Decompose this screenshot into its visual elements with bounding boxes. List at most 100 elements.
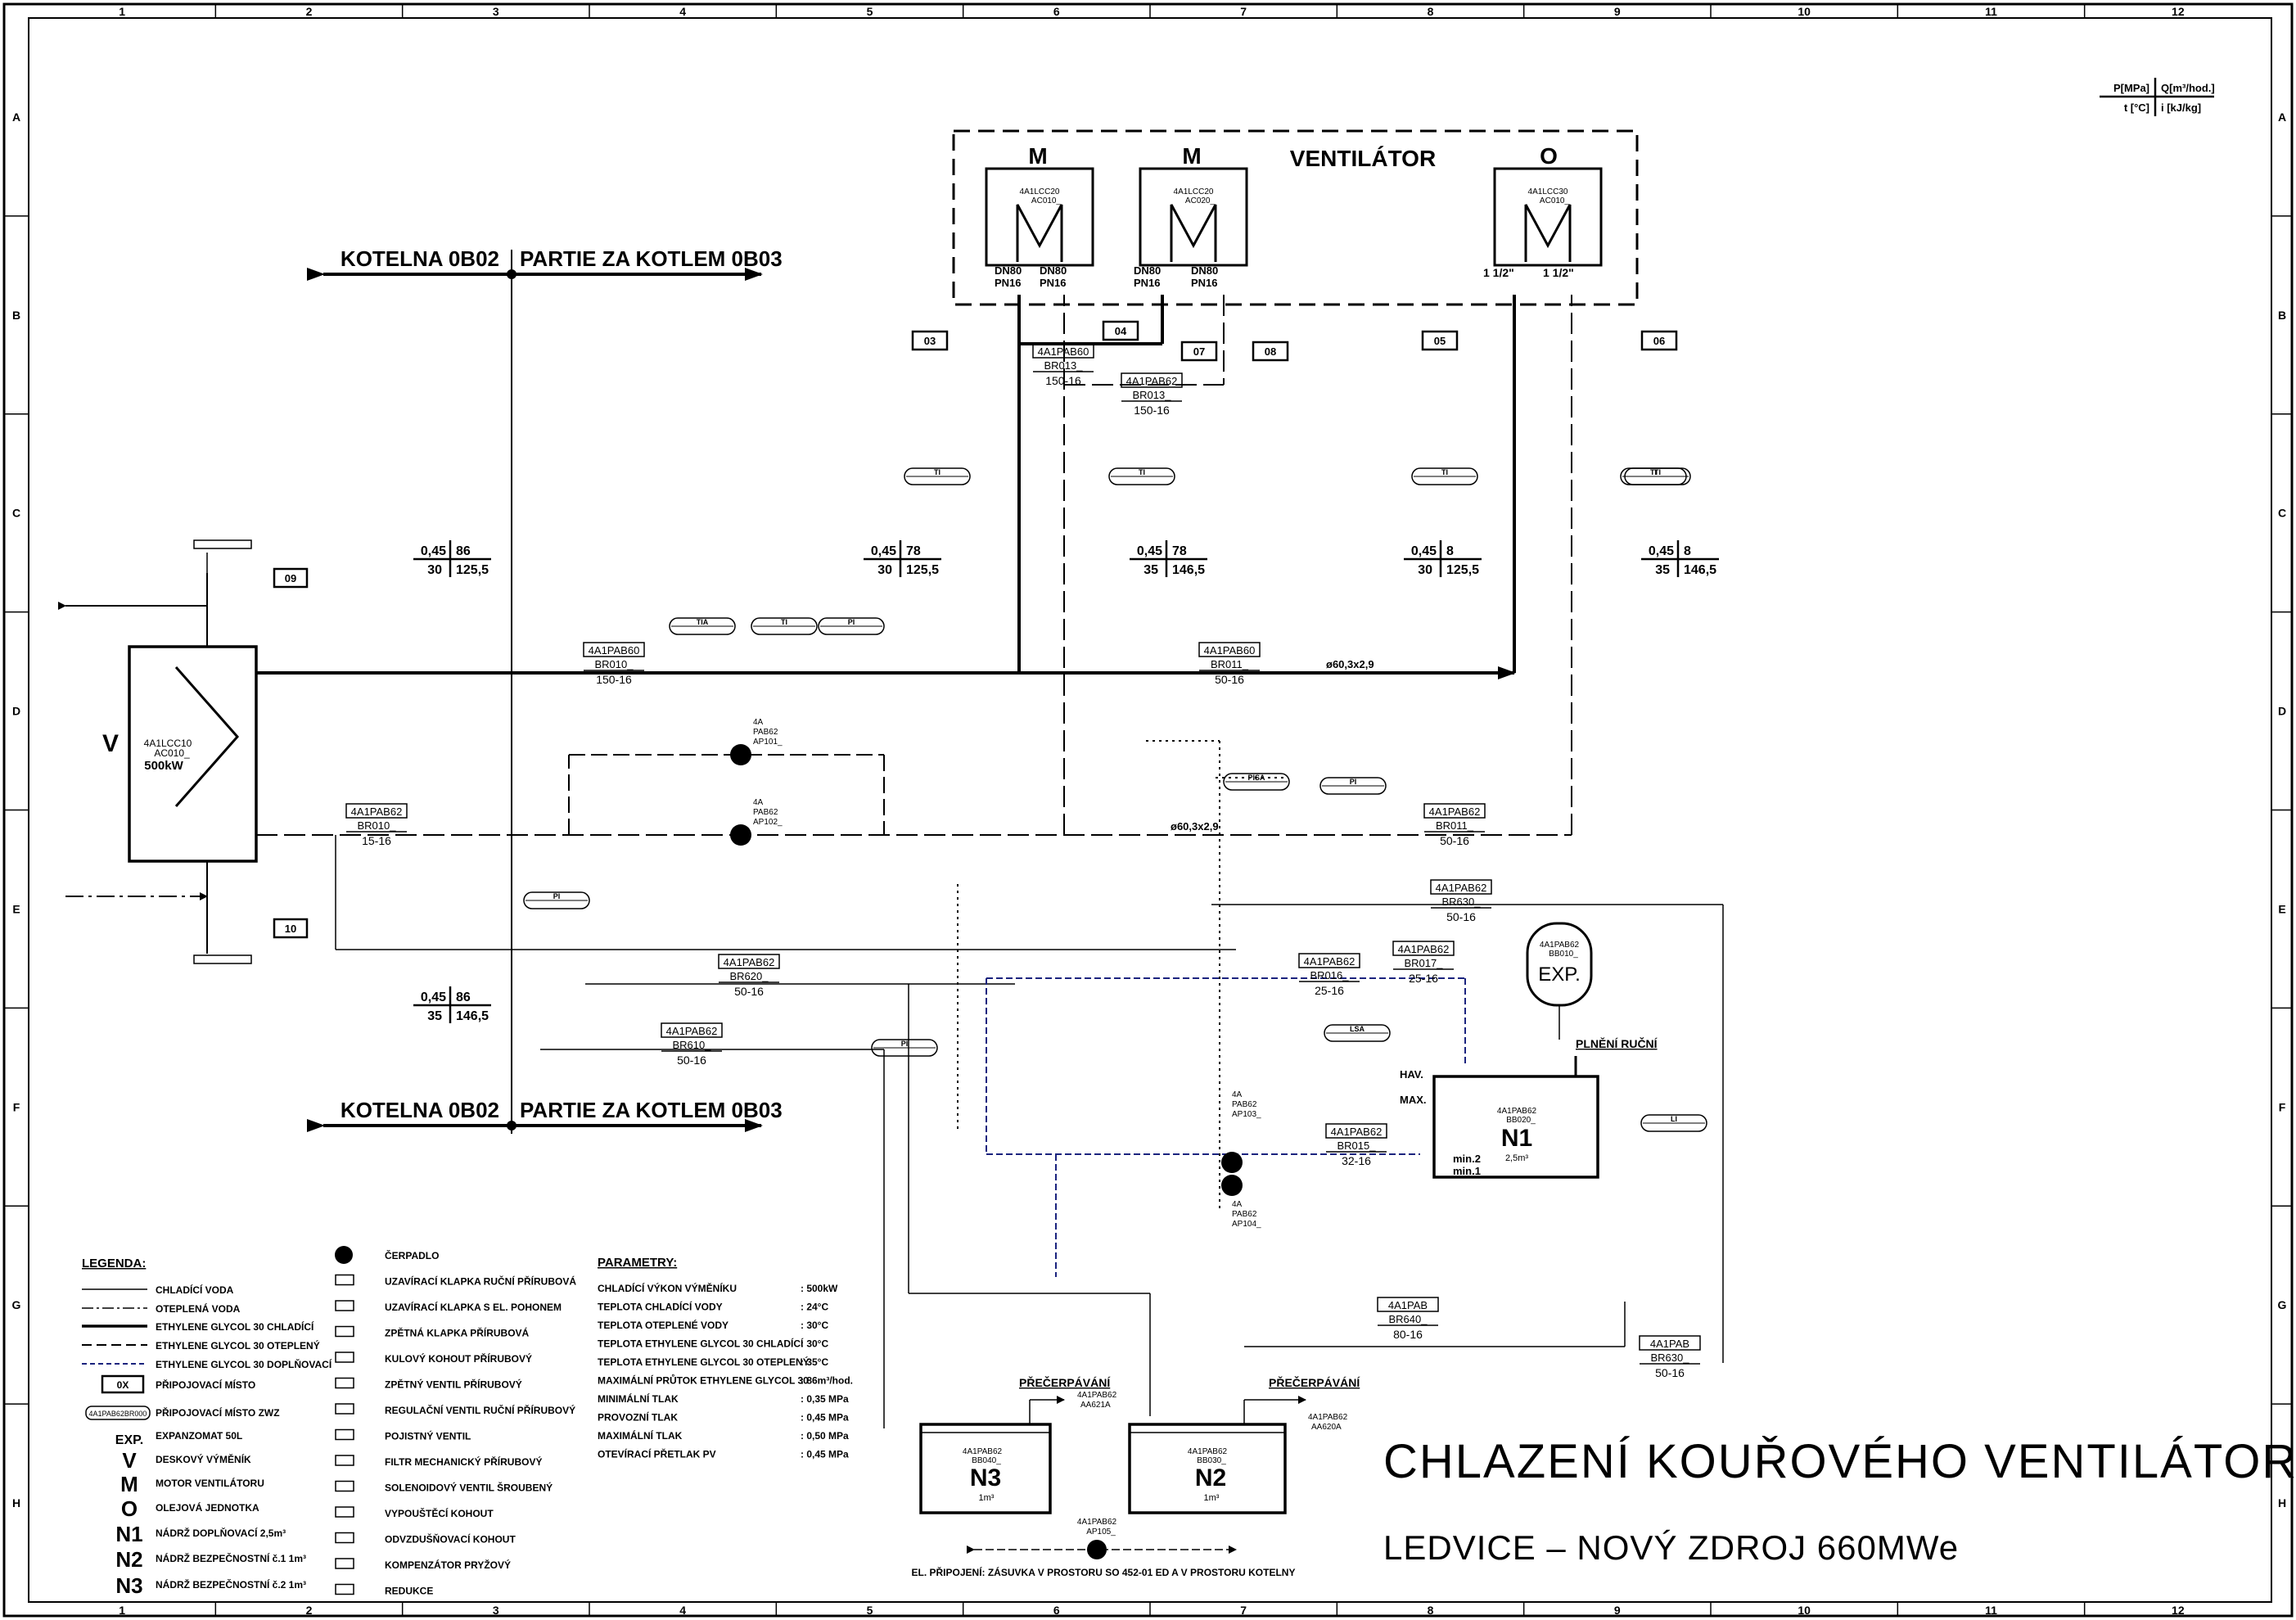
svg-text:35: 35 [1143,563,1158,577]
parameter-key: TEPLOTA ETHYLENE GLYCOL 30 CHLADÍCÍ [598,1338,804,1350]
svg-text:8: 8 [1684,544,1691,558]
svg-text:4A1PAB60: 4A1PAB60 [1038,345,1089,358]
svg-text:PI: PI [553,892,561,900]
row-marker: A [12,111,20,124]
svg-text:BR010_: BR010_ [358,819,397,832]
tank-n1-label: N1 [1501,1125,1532,1152]
column-marker: 3 [493,5,499,18]
exchanger-letter: V [102,730,119,757]
parameter-key: TEPLOTA ETHYLENE GLYCOL 30 OTEPLENÝ [598,1356,810,1368]
svg-text:08: 08 [1265,345,1276,358]
svg-text:TI: TI [1650,468,1657,476]
svg-text:4A1PAB62: 4A1PAB62 [1429,805,1481,818]
instrument-bubble: PI [523,891,590,909]
svg-text:06: 06 [1653,335,1665,347]
legend-abbr-text: DESKOVÝ VÝMĚNÍK [156,1453,251,1465]
svg-text:AP101_: AP101_ [753,738,783,747]
svg-text:PLNĚNÍ RUČNÍ: PLNĚNÍ RUČNÍ [1576,1036,1658,1050]
svg-text:TIA: TIA [697,618,709,626]
row-marker: D [2278,705,2286,718]
svg-text:4A: 4A [1232,1090,1243,1099]
portable-pump: 4A1PAB62 AP105_ EL. PŘIPOJENÍ: ZÁSUVKA V… [912,1518,1296,1578]
svg-text:ZPĚTNÝ VENTIL PŘÍRUBOVÝ: ZPĚTNÝ VENTIL PŘÍRUBOVÝ [385,1379,522,1391]
column-marker: 9 [1614,5,1621,18]
svg-text:4A: 4A [1232,1200,1243,1209]
svg-text:UZAVÍRACÍ KLAPKA RUČNÍ PŘÍRUBO: UZAVÍRACÍ KLAPKA RUČNÍ PŘÍRUBOVÁ [385,1275,576,1288]
exchanger-power: 500kW [144,759,183,773]
svg-text:BR011_: BR011_ [1436,819,1474,832]
legend-symbol: REGULAČNÍ VENTIL RUČNÍ PŘÍRUBOVÝ [335,1403,575,1416]
row-marker: E [2278,902,2285,915]
instrument-bubble: PI [818,617,885,635]
svg-text:BB040_: BB040_ [972,1456,1001,1465]
svg-text:LSA: LSA [1350,1025,1365,1033]
column-marker: 7 [1240,1604,1247,1617]
legend-symbol: SOLENOIDOVÝ VENTIL ŠROUBENÝ [335,1480,553,1494]
column-marker: 6 [1053,5,1060,18]
svg-text:4A1PAB: 4A1PAB [1650,1338,1689,1350]
column-marker: 3 [493,1604,499,1617]
svg-text:4A1PAB62: 4A1PAB62 [1126,375,1178,387]
legend-symbol: ZPĚTNÝ VENTIL PŘÍRUBOVÝ [335,1377,522,1391]
svg-text:09: 09 [285,572,296,584]
instrument-bubble: PISA [1223,773,1290,791]
svg-text:TI: TI [934,468,941,476]
fan-tag-2: 4A1LCC20 [1174,187,1214,196]
row-marker: H [12,1496,20,1509]
row-marker: B [12,309,20,322]
column-marker: 8 [1428,5,1434,18]
svg-text:146,5: 146,5 [1172,563,1205,577]
row-marker: E [12,902,20,915]
parameter-value: : 30°C [801,1338,828,1350]
svg-text:BR640_: BR640_ [1389,1313,1428,1325]
svg-text:0,45: 0,45 [871,544,896,558]
svg-text:AP105_: AP105_ [1086,1527,1116,1537]
legend-symbol: KOMPENZÁTOR PRYŽOVÝ [335,1558,511,1571]
legend-abbr-key: N3 [115,1573,142,1598]
svg-text:AA620A: AA620A [1311,1423,1342,1432]
svg-text:BR630_: BR630_ [1442,896,1482,908]
svg-text:10: 10 [285,923,296,935]
parameters-title: PARAMETRY: [598,1256,677,1270]
main-piping [256,295,1724,1428]
oil-unit: O 4A1LCC30 AC010_ 1 1/2" 1 1/2" [1483,143,1603,279]
fan-conn-left-1: DN80 [995,264,1022,277]
column-marker: 6 [1053,1604,1060,1617]
units-top-right: Q[m³/hod.] [2161,82,2215,94]
svg-text:BB020_: BB020_ [1506,1116,1536,1125]
fan-sub-3: AC010_ [1540,196,1570,205]
legend-abbr-text: NÁDRŽ DOPLŇOVACÍ 2,5m³ [156,1527,286,1539]
svg-text:50-16: 50-16 [1440,834,1469,847]
column-marker: 5 [867,5,873,18]
svg-text:ETHYLENE GLYCOL 30 OTEPLENÝ: ETHYLENE GLYCOL 30 OTEPLENÝ [156,1339,320,1352]
svg-text:REDUKCE: REDUKCE [385,1586,433,1597]
svg-text:BR011_: BR011_ [1211,658,1249,670]
svg-text:25-16: 25-16 [1409,972,1438,985]
svg-text:ø60,3x2,9: ø60,3x2,9 [1326,658,1374,670]
svg-text:4A1PAB62: 4A1PAB62 [1436,882,1487,894]
units-bottom-left: t [°C] [2124,102,2149,114]
svg-text:PAB62: PAB62 [1232,1210,1257,1219]
svg-text:BR010_: BR010_ [595,658,634,670]
svg-text:UZAVÍRACÍ KLAPKA S EL. POHONEM: UZAVÍRACÍ KLAPKA S EL. POHONEM [385,1301,562,1313]
legend-abbr-key: N1 [115,1522,142,1546]
parameter-value: : 0,45 MPa [801,1412,849,1424]
svg-text:125,5: 125,5 [1446,563,1479,577]
svg-text:125,5: 125,5 [906,563,939,577]
svg-text:86: 86 [456,991,471,1004]
parameter-value: : 0,50 MPa [801,1430,849,1442]
fan-group-title: VENTILÁTOR [1290,146,1436,171]
units-bottom-right: i [kJ/kg] [2161,102,2201,114]
svg-text:1m³: 1m³ [979,1493,995,1503]
svg-text:2,5m³: 2,5m³ [1505,1153,1528,1163]
column-marker: 4 [679,5,686,18]
